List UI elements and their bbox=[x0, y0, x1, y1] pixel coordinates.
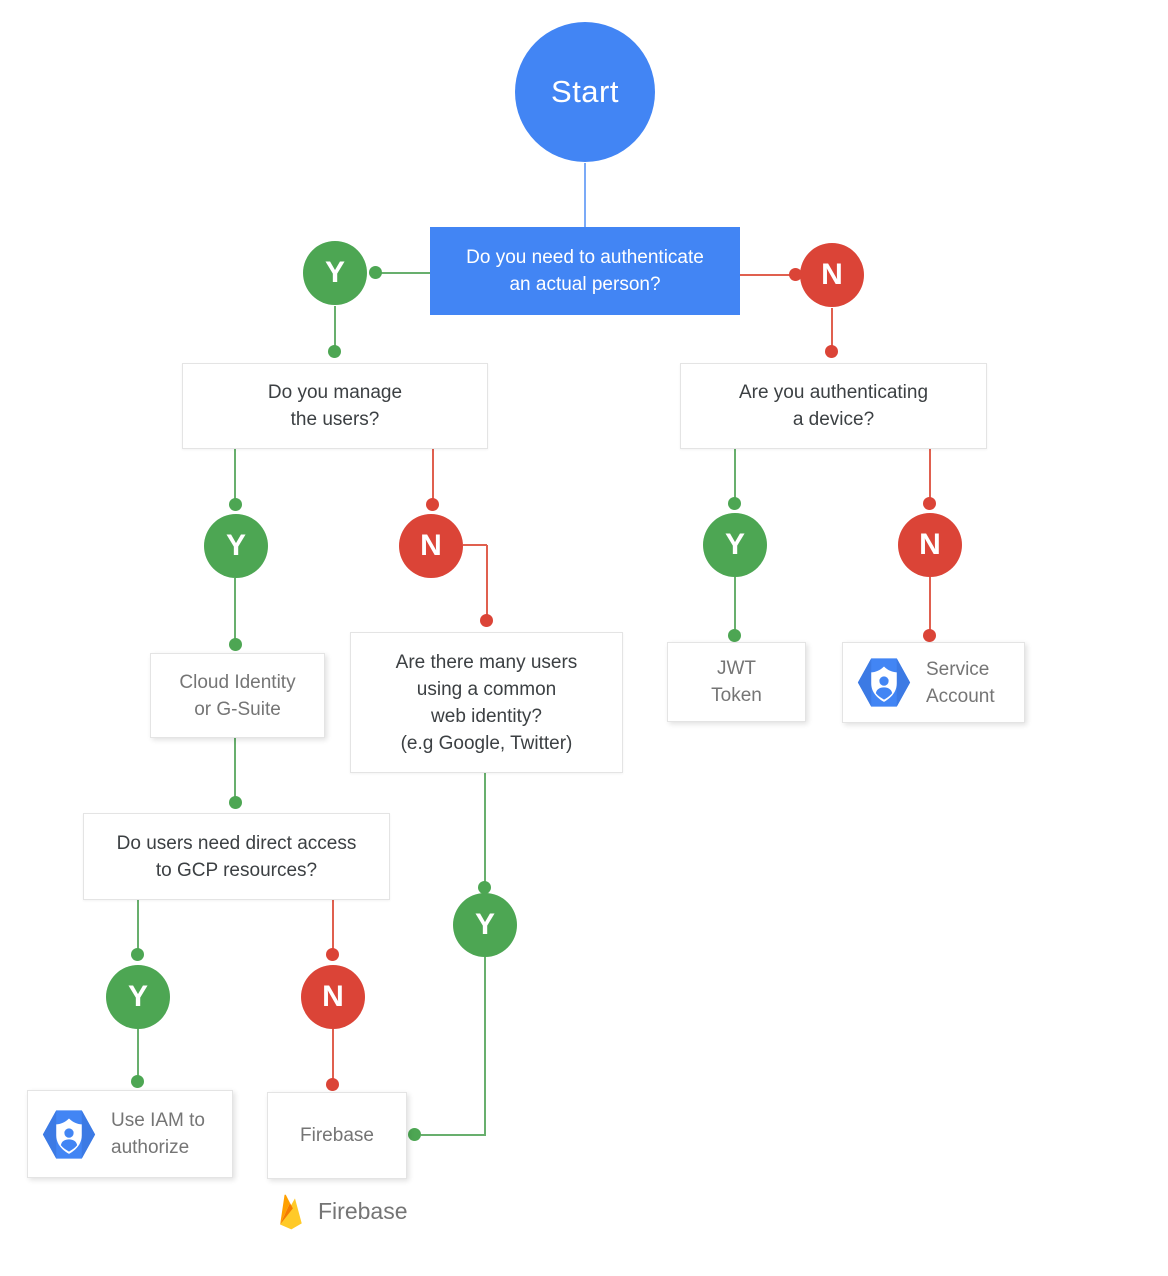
no-circle-q4: N bbox=[301, 965, 365, 1029]
edge-yes1-to-q2left-dot bbox=[328, 345, 341, 358]
question-manage-users: Do you manage the users? bbox=[182, 363, 488, 449]
edge-yes2-to-cloud-identity bbox=[234, 578, 236, 639]
question-line: using a common bbox=[416, 678, 557, 700]
no-circle-q2right: N bbox=[898, 513, 962, 577]
outcome-firebase: Firebase bbox=[267, 1092, 407, 1179]
question-authenticate-person: Do you need to authenticate an actual pe… bbox=[430, 227, 740, 315]
outcome-line: Use IAM to bbox=[111, 1110, 205, 1131]
no-circle-q1: N bbox=[800, 243, 864, 307]
yes-circle-q3: Y bbox=[453, 893, 517, 957]
no-circle-q2left: N bbox=[399, 514, 463, 578]
edge-cloud-identity-to-q4 bbox=[234, 738, 236, 797]
edge-q3-to-yes5 bbox=[484, 773, 486, 882]
firebase-flame-icon bbox=[280, 1194, 302, 1230]
no-label: N bbox=[322, 980, 344, 1013]
yes-circle-q1: Y bbox=[303, 241, 367, 305]
question-line: Do you need to authenticate bbox=[466, 247, 704, 268]
edge-yes4-to-iam-dot bbox=[131, 1075, 144, 1088]
edge-q4-no-dot bbox=[326, 948, 339, 961]
gcp-service-account-icon bbox=[857, 658, 911, 707]
edge-q2left-no bbox=[432, 449, 434, 499]
edge-yes3-to-jwt-dot bbox=[728, 629, 741, 642]
yes-label: Y bbox=[324, 256, 345, 289]
edge-q2right-no bbox=[929, 449, 931, 498]
question-authenticating-device: Are you authenticating a device? bbox=[680, 363, 987, 449]
edge-q3-to-yes5-dot bbox=[478, 881, 491, 894]
edge-q4-yes-dot bbox=[131, 948, 144, 961]
question-common-web-identity: Are there many users using a common web … bbox=[350, 632, 623, 773]
edge-no2-elbow-h bbox=[463, 544, 487, 546]
outcome-text: Service Account bbox=[926, 656, 995, 710]
outcome-line: JWT bbox=[716, 658, 757, 679]
gcp-iam-icon bbox=[42, 1109, 96, 1159]
edge-no4-to-firebase bbox=[332, 1029, 334, 1079]
outcome-line: Token bbox=[711, 685, 762, 706]
no-label: N bbox=[919, 528, 941, 561]
question-line: the users? bbox=[290, 409, 380, 430]
question-line: Do you manage bbox=[267, 382, 403, 403]
outcome-text: Use IAM to authorize bbox=[111, 1107, 205, 1161]
edge-q2right-yes bbox=[734, 449, 736, 498]
edge-yes3-to-jwt bbox=[734, 577, 736, 630]
start-node: Start bbox=[515, 22, 655, 162]
no-label: N bbox=[821, 258, 843, 291]
outcome-line: authorize bbox=[111, 1137, 190, 1158]
outcome-use-iam: Use IAM to authorize bbox=[27, 1090, 233, 1178]
outcome-line: or G-Suite bbox=[194, 698, 281, 720]
edge-q2right-yes-dot bbox=[728, 497, 741, 510]
edge-q4-no bbox=[332, 900, 334, 949]
yes-circle-q2right: Y bbox=[703, 513, 767, 577]
question-line: Do users need direct access bbox=[116, 832, 357, 854]
edge-q1-no-dot bbox=[789, 268, 802, 281]
edge-no1-to-q2right-dot bbox=[825, 345, 838, 358]
question-line: an actual person? bbox=[509, 274, 661, 295]
question-line: (e.g Google, Twitter) bbox=[400, 732, 573, 754]
question-line: Are you authenticating bbox=[738, 382, 929, 403]
edge-yes1-to-q2left bbox=[334, 306, 336, 347]
yes-label: Y bbox=[724, 528, 745, 561]
question-line: web identity? bbox=[431, 705, 542, 727]
edge-q2left-yes bbox=[234, 449, 236, 499]
edge-yes4-to-iam bbox=[137, 1029, 139, 1076]
edge-yes5-elbow-h bbox=[421, 1134, 486, 1136]
outcome-line: Service bbox=[926, 658, 990, 680]
edge-yes2-to-cloud-identity-dot bbox=[229, 638, 242, 651]
edge-no3-to-service-account-dot bbox=[923, 629, 936, 642]
edge-no2-elbow-v bbox=[486, 545, 488, 615]
question-line: a device? bbox=[792, 409, 875, 430]
edge-q1-yes-dot bbox=[369, 266, 382, 279]
question-direct-gcp-access: Do users need direct access to GCP resou… bbox=[83, 813, 390, 900]
edge-q2left-no-dot bbox=[426, 498, 439, 511]
yes-circle-q2left: Y bbox=[204, 514, 268, 578]
outcome-line: Account bbox=[926, 685, 995, 707]
edge-q2left-yes-dot bbox=[229, 498, 242, 511]
edge-yes5-elbow-v bbox=[484, 957, 486, 1136]
no-label: N bbox=[420, 529, 442, 562]
edge-q1-no bbox=[740, 274, 794, 276]
edge-cloud-identity-to-q4-dot bbox=[229, 796, 242, 809]
edge-yes5-to-firebase-dot bbox=[408, 1128, 421, 1141]
firebase-brand: Firebase bbox=[274, 1190, 407, 1232]
edge-start-to-q1 bbox=[584, 163, 586, 227]
yes-label: Y bbox=[225, 529, 246, 562]
outcome-jwt-token: JWT Token bbox=[667, 642, 806, 722]
yes-label: Y bbox=[474, 908, 495, 941]
start-label: Start bbox=[551, 74, 619, 109]
edge-no3-to-service-account bbox=[929, 577, 931, 630]
outcome-service-account: Service Account bbox=[842, 642, 1025, 723]
outcome-line: Firebase bbox=[300, 1125, 374, 1146]
question-line: Are there many users bbox=[395, 651, 578, 673]
firebase-brand-label: Firebase bbox=[318, 1197, 408, 1224]
edge-no1-to-q2right bbox=[831, 308, 833, 348]
yes-label: Y bbox=[127, 980, 148, 1013]
yes-circle-q4: Y bbox=[106, 965, 170, 1029]
edge-no4-to-firebase-dot bbox=[326, 1078, 339, 1091]
edge-no2-to-q3-dot bbox=[480, 614, 493, 627]
outcome-cloud-identity: Cloud Identity or G-Suite bbox=[150, 653, 325, 738]
edge-q4-yes bbox=[137, 900, 139, 949]
edge-q2right-no-dot bbox=[923, 497, 936, 510]
question-line: to GCP resources? bbox=[155, 859, 318, 881]
outcome-line: Cloud Identity bbox=[179, 671, 296, 693]
edge-q1-yes bbox=[376, 272, 430, 274]
